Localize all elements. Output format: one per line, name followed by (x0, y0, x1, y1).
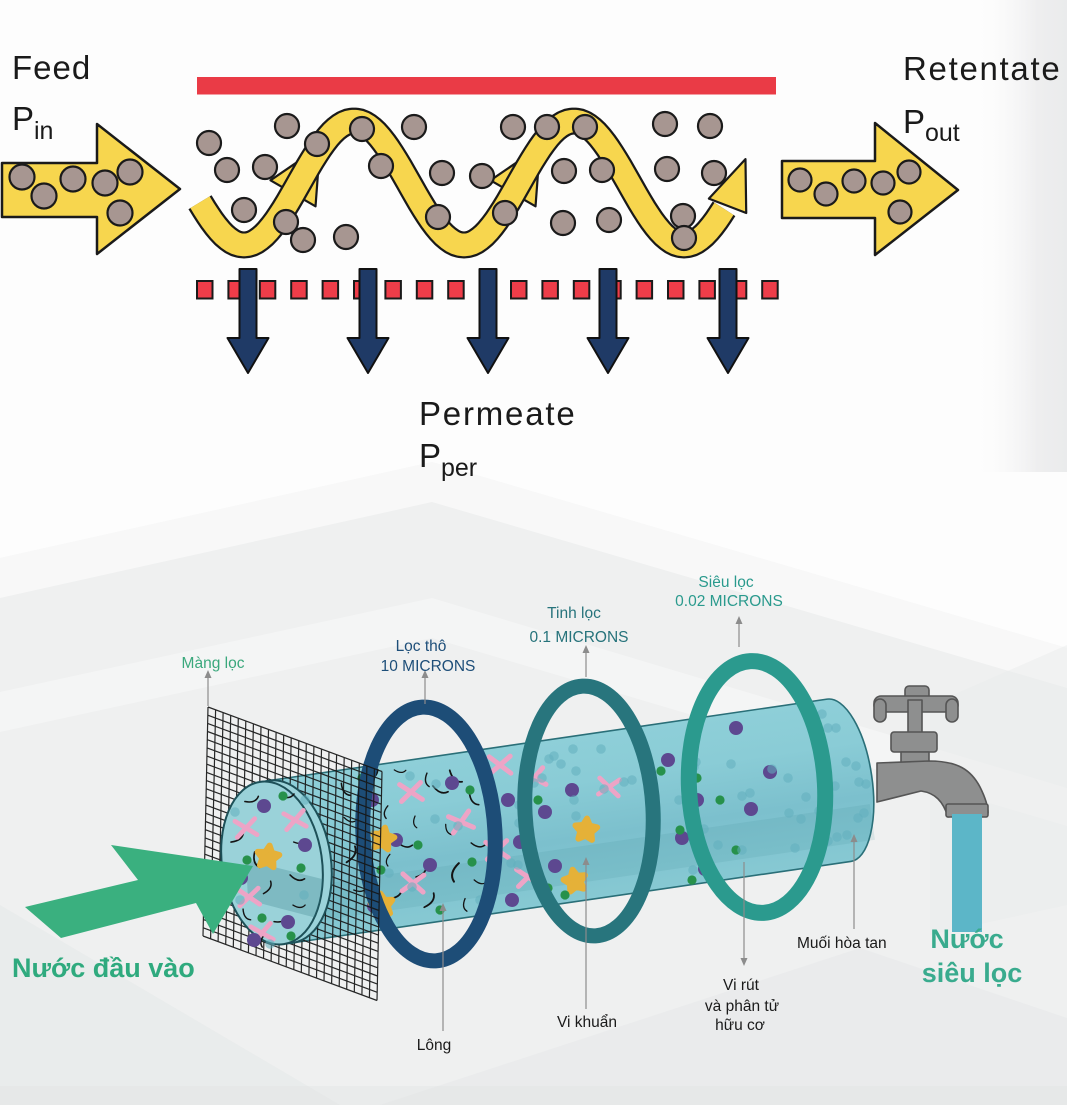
svg-text:Vi rút: Vi rút (723, 977, 760, 994)
svg-text:P: P (903, 103, 925, 140)
svg-text:và phân tử: và phân tử (705, 998, 779, 1015)
svg-text:out: out (925, 119, 960, 147)
svg-text:P: P (419, 437, 441, 474)
svg-text:in: in (34, 117, 53, 145)
svg-text:Vi khuẩn: Vi khuẩn (557, 1014, 617, 1031)
svg-text:Lông: Lông (417, 1037, 451, 1054)
svg-text:per: per (441, 454, 477, 482)
svg-text:Permeate: Permeate (419, 395, 576, 432)
svg-text:Feed: Feed (12, 49, 91, 86)
svg-text:Nước đầu vào: Nước đầu vào (12, 953, 195, 983)
svg-text:0.02 MICRONS: 0.02 MICRONS (675, 593, 783, 610)
svg-text:Retentate: Retentate (903, 50, 1061, 87)
svg-text:Nước: Nước (930, 924, 1003, 954)
svg-text:hữu cơ: hữu cơ (715, 1017, 765, 1034)
svg-text:0.1 MICRONS: 0.1 MICRONS (529, 629, 628, 646)
svg-text:siêu lọc: siêu lọc (922, 958, 1023, 988)
svg-text:Lọc thô: Lọc thô (396, 638, 447, 655)
svg-text:Muối hòa tan: Muối hòa tan (797, 935, 887, 952)
svg-text:10 MICRONS: 10 MICRONS (381, 658, 476, 675)
svg-text:Tinh lọc: Tinh lọc (547, 605, 601, 622)
svg-text:Siêu lọc: Siêu lọc (698, 574, 753, 591)
svg-text:P: P (12, 100, 34, 137)
svg-text:Màng lọc: Màng lọc (182, 655, 245, 672)
